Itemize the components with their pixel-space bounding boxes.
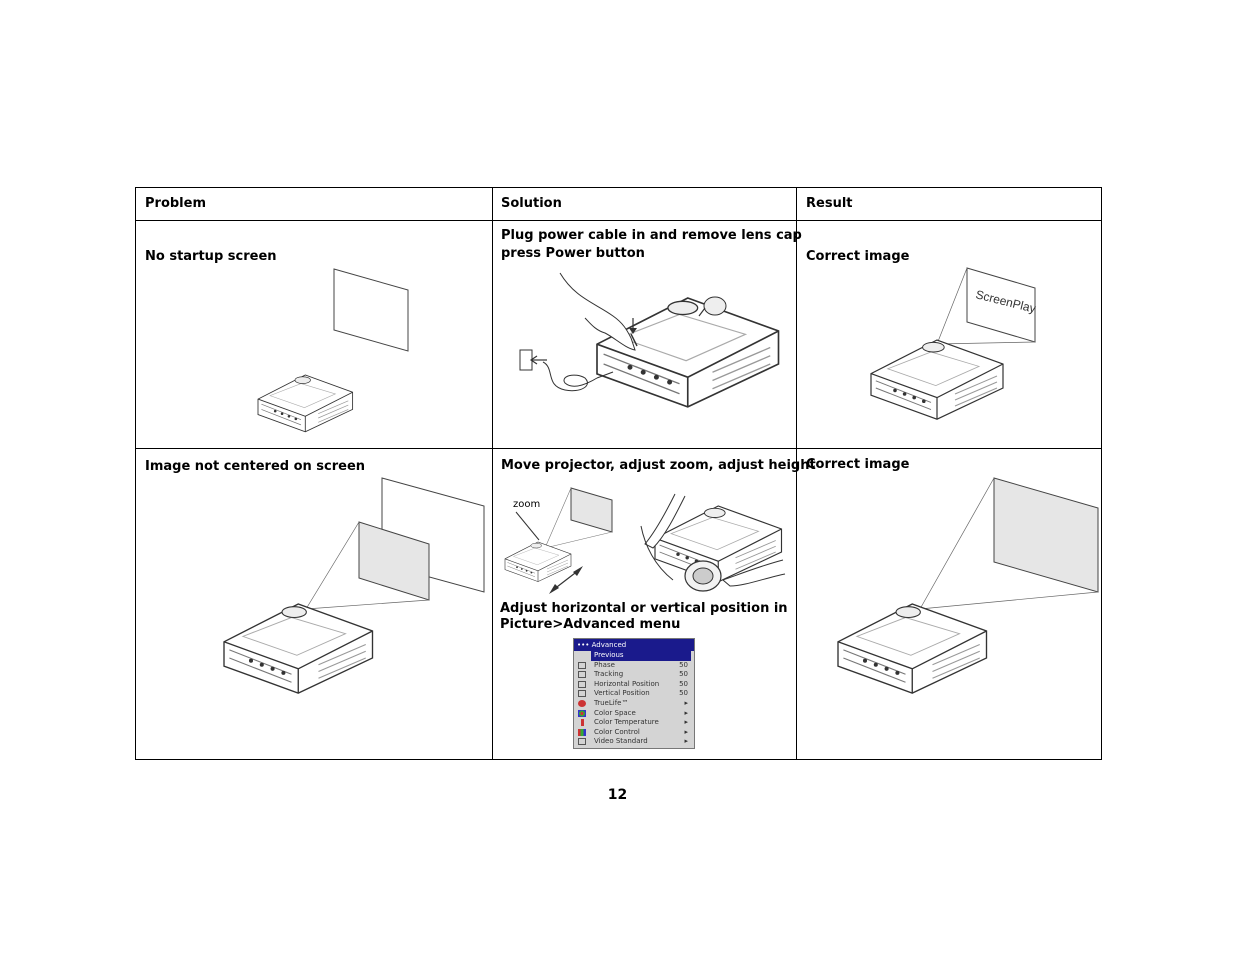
row-divider <box>136 448 1101 449</box>
video-standard-icon <box>578 738 586 746</box>
color-control-icon <box>578 728 586 736</box>
row1-solution-line2: press Power button <box>501 246 645 261</box>
power-up-illustration <box>519 272 780 408</box>
row1-solution-line1: Plug power cable in and remove lens cap <box>501 228 802 243</box>
menu-item-color-space[interactable]: Color Space▸ <box>574 709 694 719</box>
truelife-icon <box>578 699 586 707</box>
phase-icon <box>578 661 586 669</box>
menu-title: ••• Advanced <box>574 639 694 651</box>
thermometer-icon <box>581 719 584 727</box>
row1-result: Correct image <box>806 249 910 264</box>
menu-item-previous[interactable]: Previous <box>591 651 691 661</box>
off-center-illustration <box>223 477 485 694</box>
row1-problem: No startup screen <box>145 249 277 264</box>
color-space-icon <box>578 709 586 717</box>
blank-screen-illustration <box>257 268 409 433</box>
correct-image-illustration: ScreenPlay <box>870 267 1037 420</box>
header-problem: Problem <box>145 196 206 211</box>
menu-item-video-standard[interactable]: Video Standard▸ <box>574 737 694 747</box>
horizontal-position-icon <box>578 680 586 688</box>
menu-item-color-temperature[interactable]: Color Temperature▸ <box>574 718 694 728</box>
zoom-adjust-illustration: zoom <box>504 487 786 594</box>
row2-problem: Image not centered on screen <box>145 459 366 474</box>
page-number: 12 <box>607 787 628 803</box>
zoom-label: zoom <box>513 499 540 510</box>
menu-item-truelife[interactable]: TrueLife™▸ <box>574 699 694 709</box>
menu-dots-icon: ••• <box>577 641 590 649</box>
header-solution: Solution <box>501 196 562 211</box>
troubleshooting-table <box>135 187 1102 760</box>
row2-solution: Move projector, adjust zoom, adjust heig… <box>501 458 816 473</box>
vertical-position-icon <box>578 690 586 698</box>
row2-solution2-line2: Picture>Advanced menu <box>500 617 681 632</box>
centered-image-illustration <box>837 477 1099 694</box>
header-divider <box>136 220 1101 221</box>
row2-result: Correct image <box>806 457 910 472</box>
header-result: Result <box>806 196 853 211</box>
column-divider <box>796 188 797 759</box>
column-divider <box>492 188 493 759</box>
tracking-icon <box>578 671 586 679</box>
row2-solution2-line1: Adjust horizontal or vertical position i… <box>500 601 788 616</box>
menu-item-color-control[interactable]: Color Control▸ <box>574 728 694 738</box>
